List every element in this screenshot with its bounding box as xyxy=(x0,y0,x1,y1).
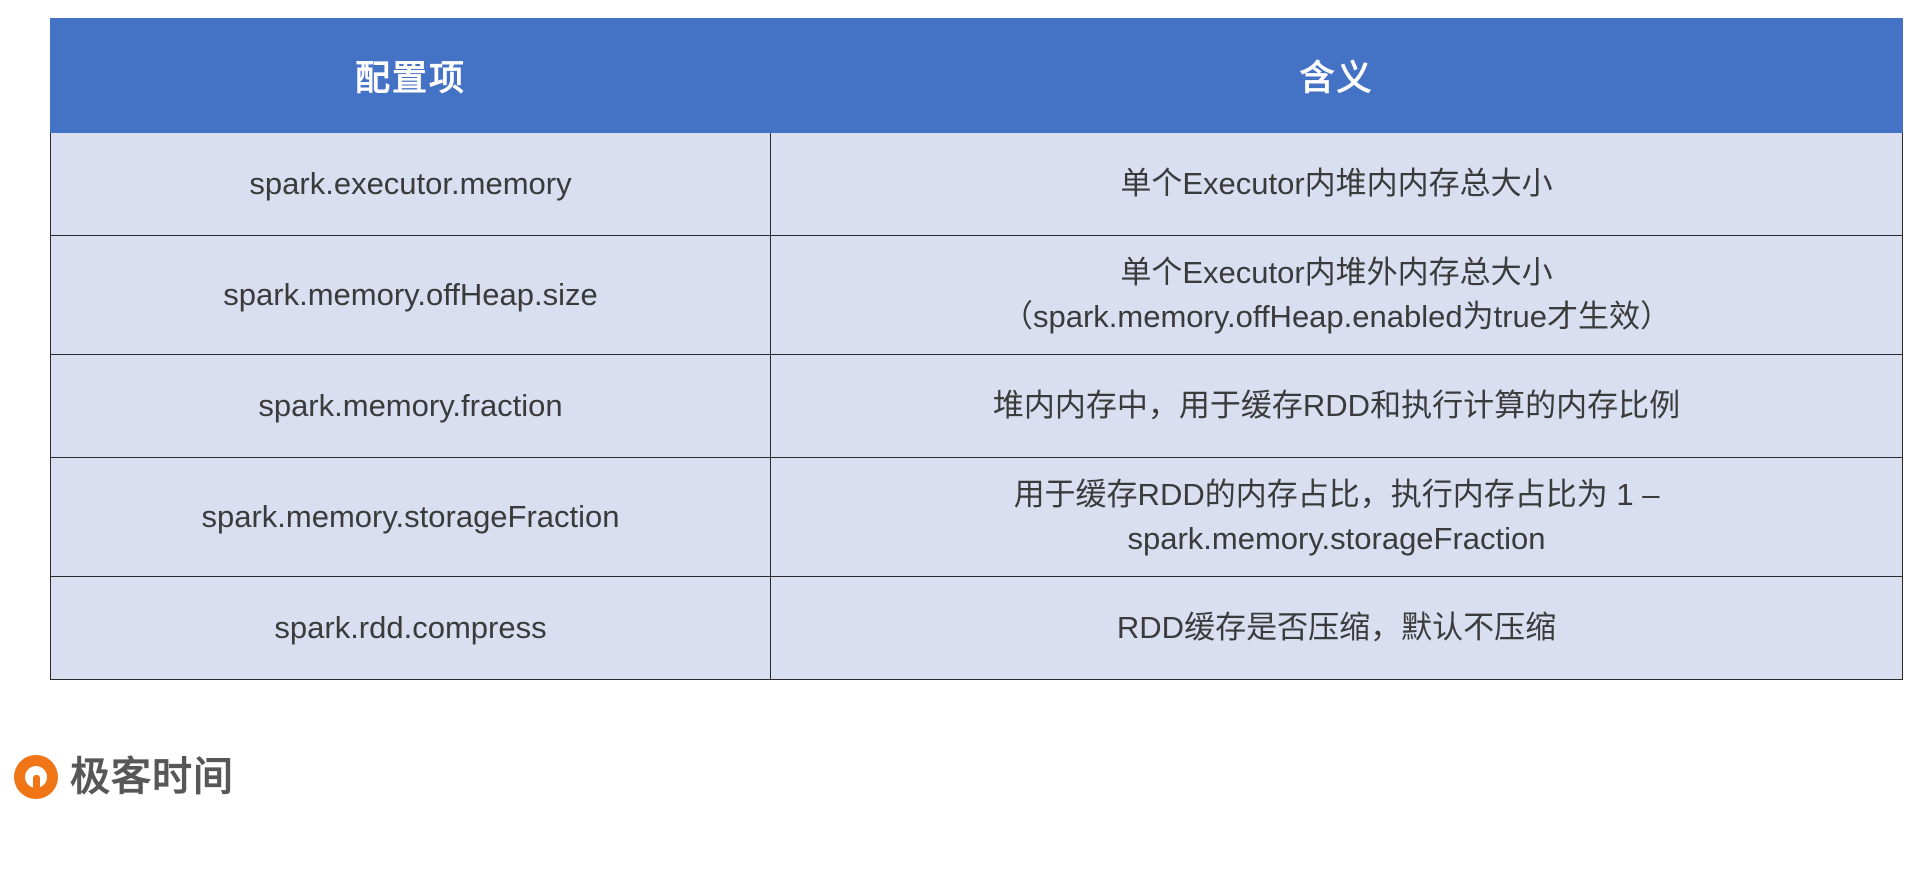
config-meaning-cell: 堆内内存中，用于缓存RDD和执行计算的内存比例 xyxy=(770,354,1903,458)
config-key-cell: spark.rdd.compress xyxy=(50,576,771,680)
table-row: spark.rdd.compress RDD缓存是否压缩，默认不压缩 xyxy=(50,576,1903,680)
table-body: spark.executor.memory 单个Executor内堆内内存总大小… xyxy=(50,132,1903,680)
brand-name: 极客时间 xyxy=(70,755,234,799)
logo-tail-shape xyxy=(33,775,40,799)
meaning-line: RDD缓存是否压缩，默认不压缩 xyxy=(1116,609,1557,645)
table-row: spark.executor.memory 单个Executor内堆内内存总大小 xyxy=(50,132,1903,236)
table-row: spark.memory.offHeap.size 单个Executor内堆外内… xyxy=(50,235,1903,355)
config-key-cell: spark.memory.offHeap.size xyxy=(50,235,771,355)
table-header-row: 配置项 含义 xyxy=(50,18,1903,133)
config-meaning-cell: RDD缓存是否压缩，默认不压缩 xyxy=(770,576,1903,680)
config-table-container: 配置项 含义 spark.executor.memory 单个Executor内… xyxy=(50,18,1903,680)
config-key-cell: spark.memory.storageFraction xyxy=(50,457,771,577)
brand-footer: 极客时间 xyxy=(14,755,234,799)
meaning-line: 堆内内存中，用于缓存RDD和执行计算的内存比例 xyxy=(992,387,1681,423)
config-key-cell: spark.memory.fraction xyxy=(50,354,771,458)
geektime-logo-icon xyxy=(14,755,58,799)
table-row: spark.memory.fraction 堆内内存中，用于缓存RDD和执行计算… xyxy=(50,354,1903,458)
spark-config-table: 配置项 含义 spark.executor.memory 单个Executor内… xyxy=(50,18,1903,680)
meaning-line: 用于缓存RDD的内存占比，执行内存占比为 1 – xyxy=(1013,476,1660,512)
meaning-line: spark.memory.storageFraction xyxy=(1127,521,1546,556)
config-meaning-cell: 单个Executor内堆内内存总大小 xyxy=(770,132,1903,236)
table-row: spark.memory.storageFraction 用于缓存RDD的内存占… xyxy=(50,457,1903,577)
config-meaning-cell: 用于缓存RDD的内存占比，执行内存占比为 1 – spark.memory.st… xyxy=(770,457,1903,577)
meaning-line: 单个Executor内堆外内存总大小 xyxy=(1120,254,1553,290)
meaning-line: 单个Executor内堆内内存总大小 xyxy=(1120,165,1553,201)
column-header-meaning: 含义 xyxy=(770,18,1903,133)
config-key-cell: spark.executor.memory xyxy=(50,132,771,236)
column-header-config-item: 配置项 xyxy=(50,18,771,133)
config-meaning-cell: 单个Executor内堆外内存总大小 （spark.memory.offHeap… xyxy=(770,235,1903,355)
table-header: 配置项 含义 xyxy=(50,18,1903,133)
meaning-line: （spark.memory.offHeap.enabled为true才生效） xyxy=(1001,299,1672,334)
